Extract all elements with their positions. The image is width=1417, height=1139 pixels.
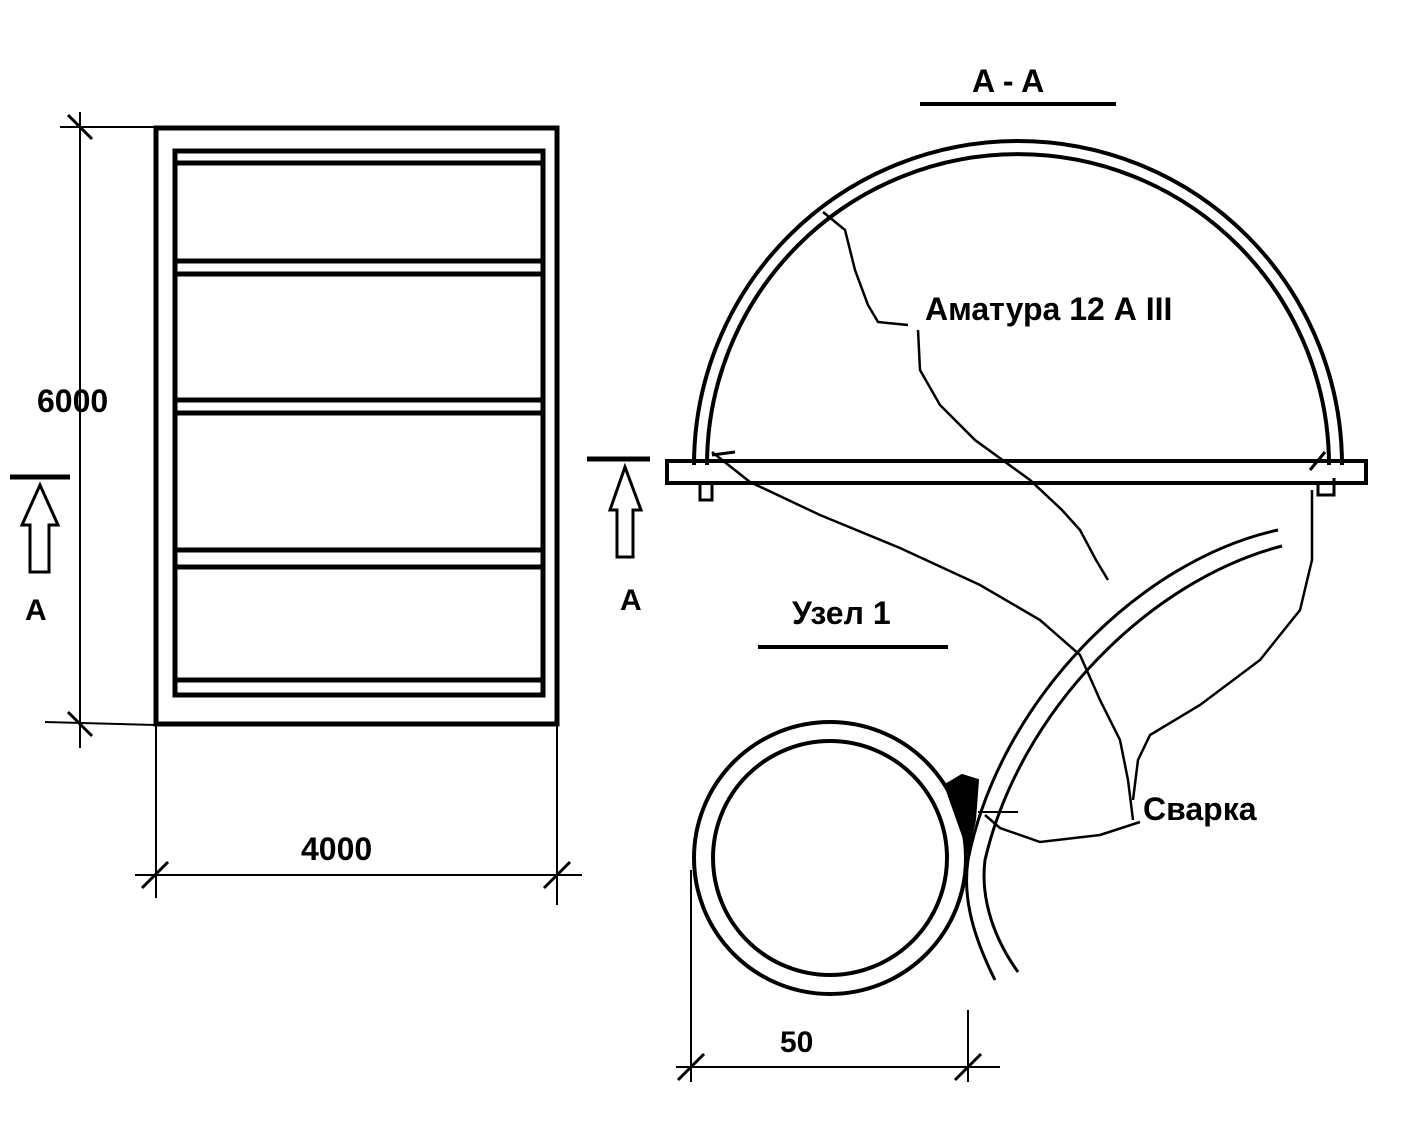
dim-diameter-label: 50 xyxy=(780,1026,813,1059)
section-view xyxy=(665,102,1368,844)
arch-inner xyxy=(705,152,1331,466)
weld-label: Сварка xyxy=(1143,791,1257,827)
plan-outer-frame xyxy=(153,125,560,727)
rebar-inner-edge xyxy=(982,544,1283,973)
dim-width-label: 4000 xyxy=(301,831,372,867)
section-arrow-right xyxy=(587,456,650,559)
rebar-outer-edge xyxy=(965,528,1279,981)
base-beam xyxy=(665,459,1368,485)
plan-crossbars xyxy=(175,160,543,683)
section-title: A - A xyxy=(972,63,1044,99)
dimension-height xyxy=(44,112,157,748)
tube-inner xyxy=(711,739,949,977)
weld-fillet xyxy=(943,773,980,854)
node-title: Узел 1 xyxy=(792,595,891,631)
section-mark-right: A xyxy=(620,584,642,617)
tube-outer xyxy=(692,720,968,996)
leader-lines xyxy=(711,211,1314,844)
arch-outer xyxy=(692,139,1344,466)
plan-inner-frame xyxy=(172,148,546,698)
dimension-diameter xyxy=(676,870,1000,1082)
section-arrow-left xyxy=(10,474,70,574)
rebar-hooks xyxy=(698,450,1336,502)
node-detail xyxy=(676,528,1283,1082)
rebar-label: Аматура 12 А III xyxy=(925,291,1172,327)
section-mark-left: A xyxy=(25,594,47,627)
dim-height-label: 6000 xyxy=(37,383,108,419)
dimension-width xyxy=(135,724,582,905)
plan-view xyxy=(10,112,650,905)
